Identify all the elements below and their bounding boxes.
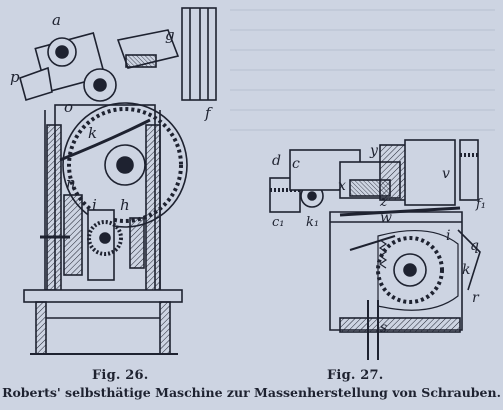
- fig26-frame: [40, 102, 188, 296]
- fig27-letter: q: [470, 238, 479, 254]
- figure-26-letters: a g p o k f n i h: [10, 11, 213, 214]
- fig27-spindle: [269, 139, 479, 213]
- fig27-letter: k₁: [306, 215, 319, 230]
- fig27-letter: y: [369, 143, 379, 159]
- fig27-letter: i: [446, 228, 450, 244]
- fig27-letter: z: [379, 194, 388, 210]
- fig26-letter: i: [92, 196, 97, 214]
- fig27-letter: x: [338, 178, 346, 194]
- fig27-letter: f₁: [475, 197, 486, 212]
- fig27-letter: d: [272, 153, 281, 169]
- fig27-letter: s: [380, 320, 387, 336]
- fig26-letter: o: [64, 98, 73, 116]
- fig26-head: [19, 7, 217, 102]
- figure-27-letters: d y c c₁ k₁ x z w v s i q k r f₁: [272, 143, 486, 336]
- background-text-lines: [230, 9, 495, 131]
- fig27-letter: r: [472, 290, 480, 306]
- fig26-letter: p: [10, 68, 20, 86]
- fig27-letter: v: [442, 166, 450, 182]
- fig26-letter: g: [165, 26, 175, 44]
- fig26-base: [23, 289, 183, 355]
- fig27-frame: [329, 206, 481, 360]
- fig27-letter: c: [292, 156, 300, 172]
- fig26-letter: a: [52, 11, 61, 29]
- fig26-letter: f: [204, 104, 213, 122]
- fig27-letter: k: [462, 262, 470, 278]
- figure-27-drawing: [269, 139, 481, 360]
- figure-26-label: Fig. 26.: [92, 368, 149, 383]
- fig26-letter: k: [88, 124, 97, 142]
- figure-26-drawing: [19, 7, 217, 355]
- fig27-letter: c₁: [272, 215, 285, 230]
- fig26-letter: n: [66, 174, 76, 192]
- fig27-letter: w: [380, 210, 392, 226]
- fig26-letter: h: [120, 196, 130, 214]
- figure-caption: Roberts' selbsthätige Maschine zur Masse…: [2, 385, 501, 400]
- figure-27-label: Fig. 27.: [327, 368, 384, 383]
